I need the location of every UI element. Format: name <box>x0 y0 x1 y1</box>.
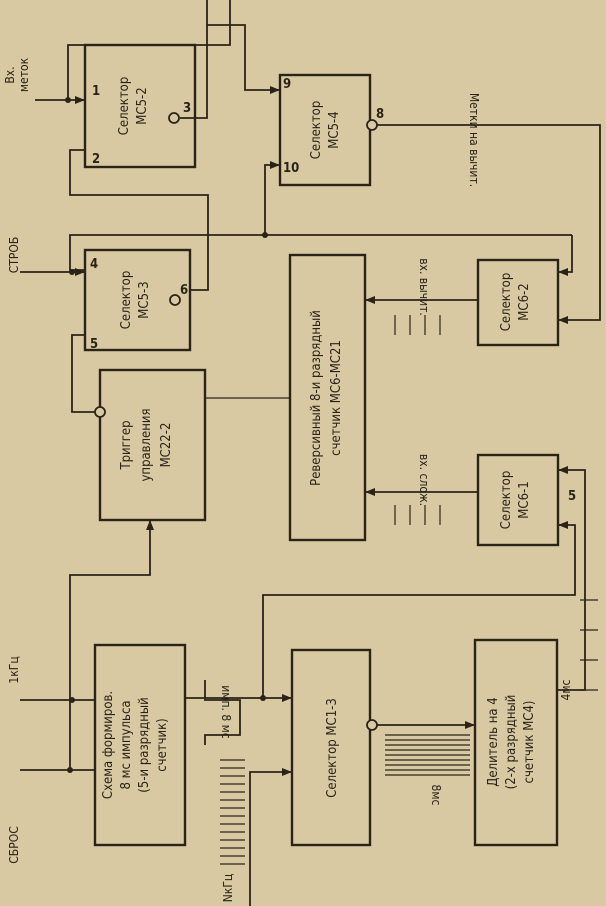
selector-ms6-2-label: Селектор <box>499 273 514 332</box>
control-trigger-label: Триггер <box>119 420 134 470</box>
pin-6: 6 <box>180 283 188 298</box>
selector-ms5-4-label: Селектор <box>309 101 324 160</box>
arrow-ms61-in2 <box>558 521 568 529</box>
bus-ticks-slozh <box>394 505 441 525</box>
selector-ms6-1-box <box>476 453 560 547</box>
pin-9: 9 <box>283 77 291 92</box>
pin-8: 8 <box>376 107 384 122</box>
arrow-pin9 <box>270 86 280 94</box>
vx-slozh-label: вх. слож. <box>417 454 431 506</box>
pulse-shaper-label-3: (5-и разрядный <box>137 697 152 792</box>
t-4ms-label: 4мс <box>559 679 573 700</box>
reversible-counter-label: Реверсивный 8-и разрядный <box>309 310 324 486</box>
pin-5: 5 <box>90 337 98 352</box>
control-trigger-box <box>98 368 207 522</box>
wire-pin1-branch <box>67 0 231 100</box>
pulse-shaper-box <box>93 643 187 847</box>
t-8ms-label: 8мс <box>429 785 443 806</box>
wire-to-ms62 <box>558 235 573 273</box>
pulse-train-nkhz <box>220 759 245 865</box>
wire-shaper-out <box>185 524 576 699</box>
wire-ms54-out <box>377 124 601 321</box>
pulse-shaper-label-4: счетчик) <box>155 718 170 772</box>
selector-ms1-3-label: Селектор МС1-3 <box>325 698 340 798</box>
divider-label-1: Делитель на 4 <box>486 697 501 786</box>
selector-ms6-1-code: МС6-1 <box>517 481 532 518</box>
pulse-train-8ms <box>385 734 470 776</box>
wire-nkhz <box>249 771 292 906</box>
arrow-nkhz <box>282 768 292 776</box>
arrow-divider-in <box>465 721 475 729</box>
pulse-shaper-label-1: Схема формиров. <box>101 691 116 799</box>
arrow-ms61-in <box>558 466 568 474</box>
junction-pin1 <box>65 97 71 103</box>
selector-ms5-3-label: Селектор <box>119 271 134 330</box>
arrow-ms62-in2 <box>558 316 568 324</box>
selector-ms5-2-label: Селектор <box>117 77 132 136</box>
control-trigger-label-2: управления <box>139 408 154 481</box>
vx-metok-label-1: Вх. <box>3 66 17 83</box>
selector-ms5-3-invert <box>169 294 181 306</box>
divider-label-3: счетчик МС4) <box>522 701 537 784</box>
selector-ms6-1-label: Селектор <box>499 471 514 530</box>
pin-3: 3 <box>183 101 191 116</box>
selector-ms5-3-box <box>83 248 192 352</box>
pin-4: 4 <box>90 257 98 272</box>
arrow-ms62-in <box>558 268 568 276</box>
arrow-slozh <box>365 488 375 496</box>
arrow-trigger <box>146 520 154 530</box>
wire-ms52-out <box>180 25 208 119</box>
selector-ms5-2-invert <box>168 112 180 124</box>
wire-divider-out <box>557 469 586 691</box>
nkhz-label: NкГц <box>221 874 235 903</box>
selector-ms6-2-code: МС6-2 <box>517 283 532 320</box>
arrow-pin1 <box>75 96 85 104</box>
pulse-8ms-shape <box>204 680 241 745</box>
metki-vych-label: Метки на вычит. <box>467 93 481 187</box>
bus-ticks-vych <box>394 315 441 335</box>
pin-2: 2 <box>92 152 100 167</box>
strob-label: СТРОБ <box>7 237 21 274</box>
wire-pin2 <box>69 149 209 291</box>
wire-sbros <box>20 520 151 771</box>
pin-10: 10 <box>283 161 299 176</box>
sbros-label: СБРОС <box>7 826 21 864</box>
vx-metok-label-2: меток <box>17 57 31 92</box>
imp-8ms-label: имп. 8 мс <box>219 685 233 739</box>
selector-ms5-3-code: МС5-3 <box>137 281 152 318</box>
pulse-shaper-label-2: 8 мс импульса <box>119 700 134 789</box>
bus-ticks-divider <box>580 599 598 691</box>
wire-pin5 <box>71 334 95 413</box>
khz1-label: 1кГц <box>7 656 21 683</box>
junction-1khz <box>69 697 75 703</box>
vx-vych-label: вх. вычит. <box>417 258 431 316</box>
selector-ms6-2-box <box>476 258 560 347</box>
arrow-pin10 <box>270 161 280 169</box>
selector-ms1-3-box <box>290 648 372 847</box>
wire-top-in <box>206 0 280 91</box>
divider-label-2: (2-х разрядный <box>504 695 519 790</box>
divider-box <box>473 638 559 847</box>
reversible-counter-code: счетчик МС6-МС21 <box>329 340 344 456</box>
junction-pin4 <box>69 269 75 275</box>
reversible-counter-box <box>288 253 367 542</box>
pin-1: 1 <box>92 84 100 99</box>
arrow-ms13 <box>282 694 292 702</box>
selector-ms5-2-code: МС5-2 <box>135 87 150 124</box>
control-trigger-code: МС22-2 <box>159 423 174 468</box>
selector-ms1-3-invert <box>366 719 378 731</box>
control-trigger-invert <box>94 406 106 418</box>
pin-5-ms61: 5 <box>568 489 576 504</box>
selector-ms5-4-code: МС5-4 <box>327 111 342 148</box>
arrow-vych <box>365 296 375 304</box>
arrow-pin4 <box>75 268 85 276</box>
wire-pin10 <box>69 164 280 271</box>
